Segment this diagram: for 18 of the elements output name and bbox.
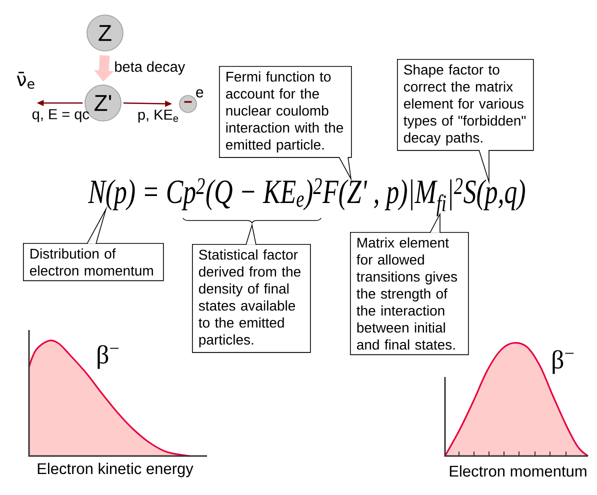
edge-label: p, KE$_{e}$ bbox=[138, 110, 178, 123]
callout-pointer bbox=[246, 223, 256, 246]
edge-label: beta decay bbox=[115, 61, 186, 75]
callout-box: Statistical factor derived from the density of final states available to the emitted particles. bbox=[192, 244, 311, 353]
equation: N(p) = Cp$^{2}$(Q − KE$_{e}$)$^{2}$F(Z' , p)|M$_{fi}$|$^{2}$S(p,q) bbox=[88, 178, 525, 216]
axis-label: Electron momentum bbox=[450, 465, 586, 477]
callout-pointer bbox=[86, 206, 108, 244]
axis-label: Electron kinetic energy bbox=[38, 462, 194, 478]
curve-label: β$^{−}$ bbox=[552, 350, 574, 374]
particle-symbol: ν̄$_{e}$ bbox=[16, 72, 34, 89]
callout-box: Shape factor to correct the matrix element for various types of "forbidden" decay paths. bbox=[397, 59, 534, 151]
curve-label: β$^{−}$ bbox=[98, 345, 119, 369]
callout-pointer bbox=[430, 212, 440, 234]
callout-box: Matrix element for allowed transitions gives the strength of the interaction between initial and final states. bbox=[350, 232, 469, 356]
callout-pointer bbox=[478, 150, 490, 185]
callout-box: Fermi function to account for the nuclear coulomb interaction with the emitted particle. bbox=[219, 66, 352, 158]
particle-label: e bbox=[196, 89, 204, 98]
callout-pointer bbox=[338, 156, 352, 182]
